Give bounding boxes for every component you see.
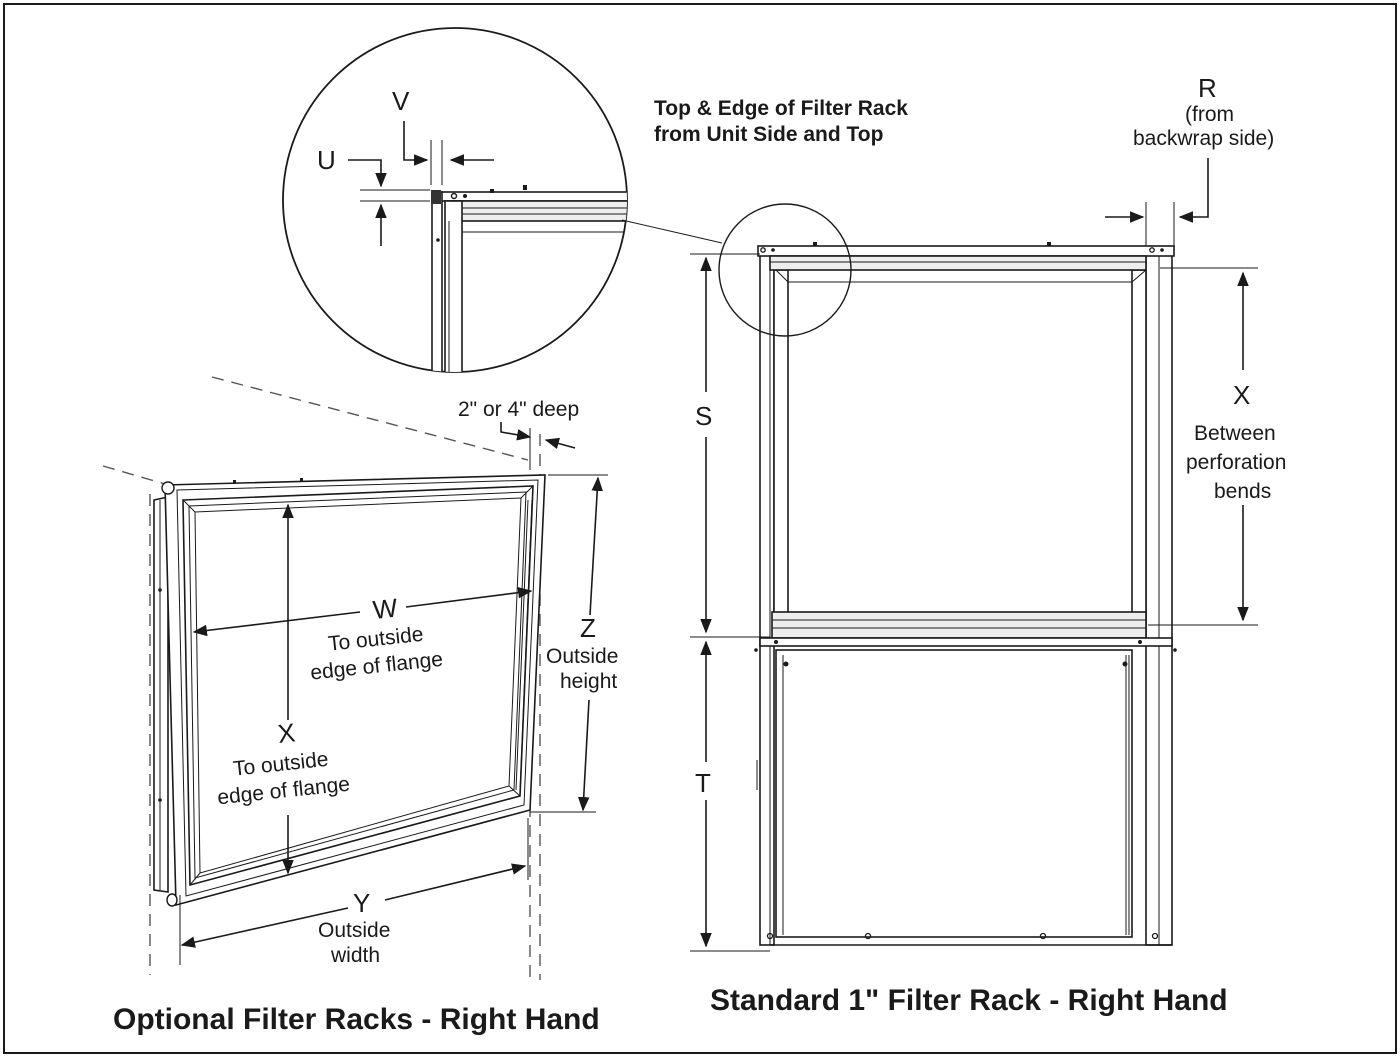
opt-x-letter: X: [276, 717, 296, 749]
std-x-line3: bends: [1214, 480, 1271, 503]
outer-border: [3, 3, 1397, 1054]
std-t-letter: T: [695, 768, 711, 798]
detail-label-u: U: [317, 145, 336, 175]
std-r-line1: (from: [1185, 103, 1234, 126]
opt-y-line1: Outside: [318, 919, 390, 942]
detail-title-line1: Top & Edge of Filter Rack: [654, 97, 908, 120]
detail-leader-line: [621, 219, 723, 244]
std-corner-callout-circle: [718, 203, 852, 337]
opt-depth-label: 2" or 4" deep: [458, 398, 579, 421]
std-x-line2: perforation: [1186, 451, 1286, 474]
opt-w-letter: W: [371, 593, 399, 625]
standard-rack-caption: Standard 1" Filter Rack - Right Hand: [710, 984, 1228, 1017]
std-x-line1: Between: [1194, 422, 1276, 445]
std-x-letter: X: [1233, 380, 1250, 410]
std-r-line2: backwrap side): [1133, 127, 1274, 150]
opt-z-line1: Outside: [546, 645, 618, 668]
opt-z-letter: Z: [580, 613, 596, 643]
std-r-letter: R: [1198, 73, 1217, 103]
detail-frame-corner: [431, 185, 627, 372]
opt-y-letter: Y: [353, 888, 370, 918]
standard-filter-rack: R (from backwrap side) S T X Between per…: [690, 73, 1286, 1017]
detail-callout: V U Top & Edge of Filter Rack from Unit …: [282, 27, 908, 373]
optional-filter-rack: 2" or 4" deep W To outside edge of flang…: [102, 376, 618, 1036]
opt-z-line2: height: [560, 670, 617, 693]
detail-label-v: V: [392, 86, 410, 116]
optional-rack-caption: Optional Filter Racks - Right Hand: [113, 1003, 600, 1036]
detail-title-line2: from Unit Side and Top: [654, 123, 883, 146]
opt-y-line2: width: [330, 944, 380, 967]
std-s-letter: S: [695, 401, 712, 431]
std-lower-panel: [775, 649, 1133, 938]
std-middle-rail: [771, 611, 1147, 639]
std-top-rail: [757, 245, 1175, 257]
